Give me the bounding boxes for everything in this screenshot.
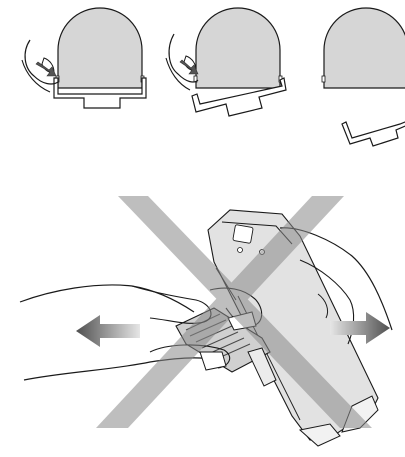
cover-attached bbox=[53, 77, 147, 109]
cover-detached bbox=[341, 121, 405, 147]
finger-press-arrow-icon bbox=[179, 59, 199, 75]
battery-body-3 bbox=[323, 7, 405, 89]
step-2-panel bbox=[165, 7, 287, 117]
finger-outline bbox=[21, 59, 51, 93]
cover-tilting bbox=[191, 77, 287, 117]
do-not-pull-apart-panel bbox=[19, 196, 393, 447]
finger-press-arrow-icon bbox=[35, 61, 57, 77]
finger-outline bbox=[165, 57, 191, 91]
finger-outline bbox=[24, 39, 59, 85]
step-3-panel bbox=[321, 7, 405, 147]
battery-notch bbox=[321, 75, 326, 83]
right-arrow-icon bbox=[330, 312, 390, 344]
step-1-panel bbox=[21, 7, 147, 109]
prohibited-cross-icon bbox=[96, 196, 372, 428]
thumbnail bbox=[199, 351, 227, 371]
left-arrow-icon bbox=[76, 315, 140, 347]
battery-body-2 bbox=[195, 7, 281, 89]
finger-outline bbox=[168, 33, 199, 83]
battery-body-1 bbox=[57, 7, 143, 89]
